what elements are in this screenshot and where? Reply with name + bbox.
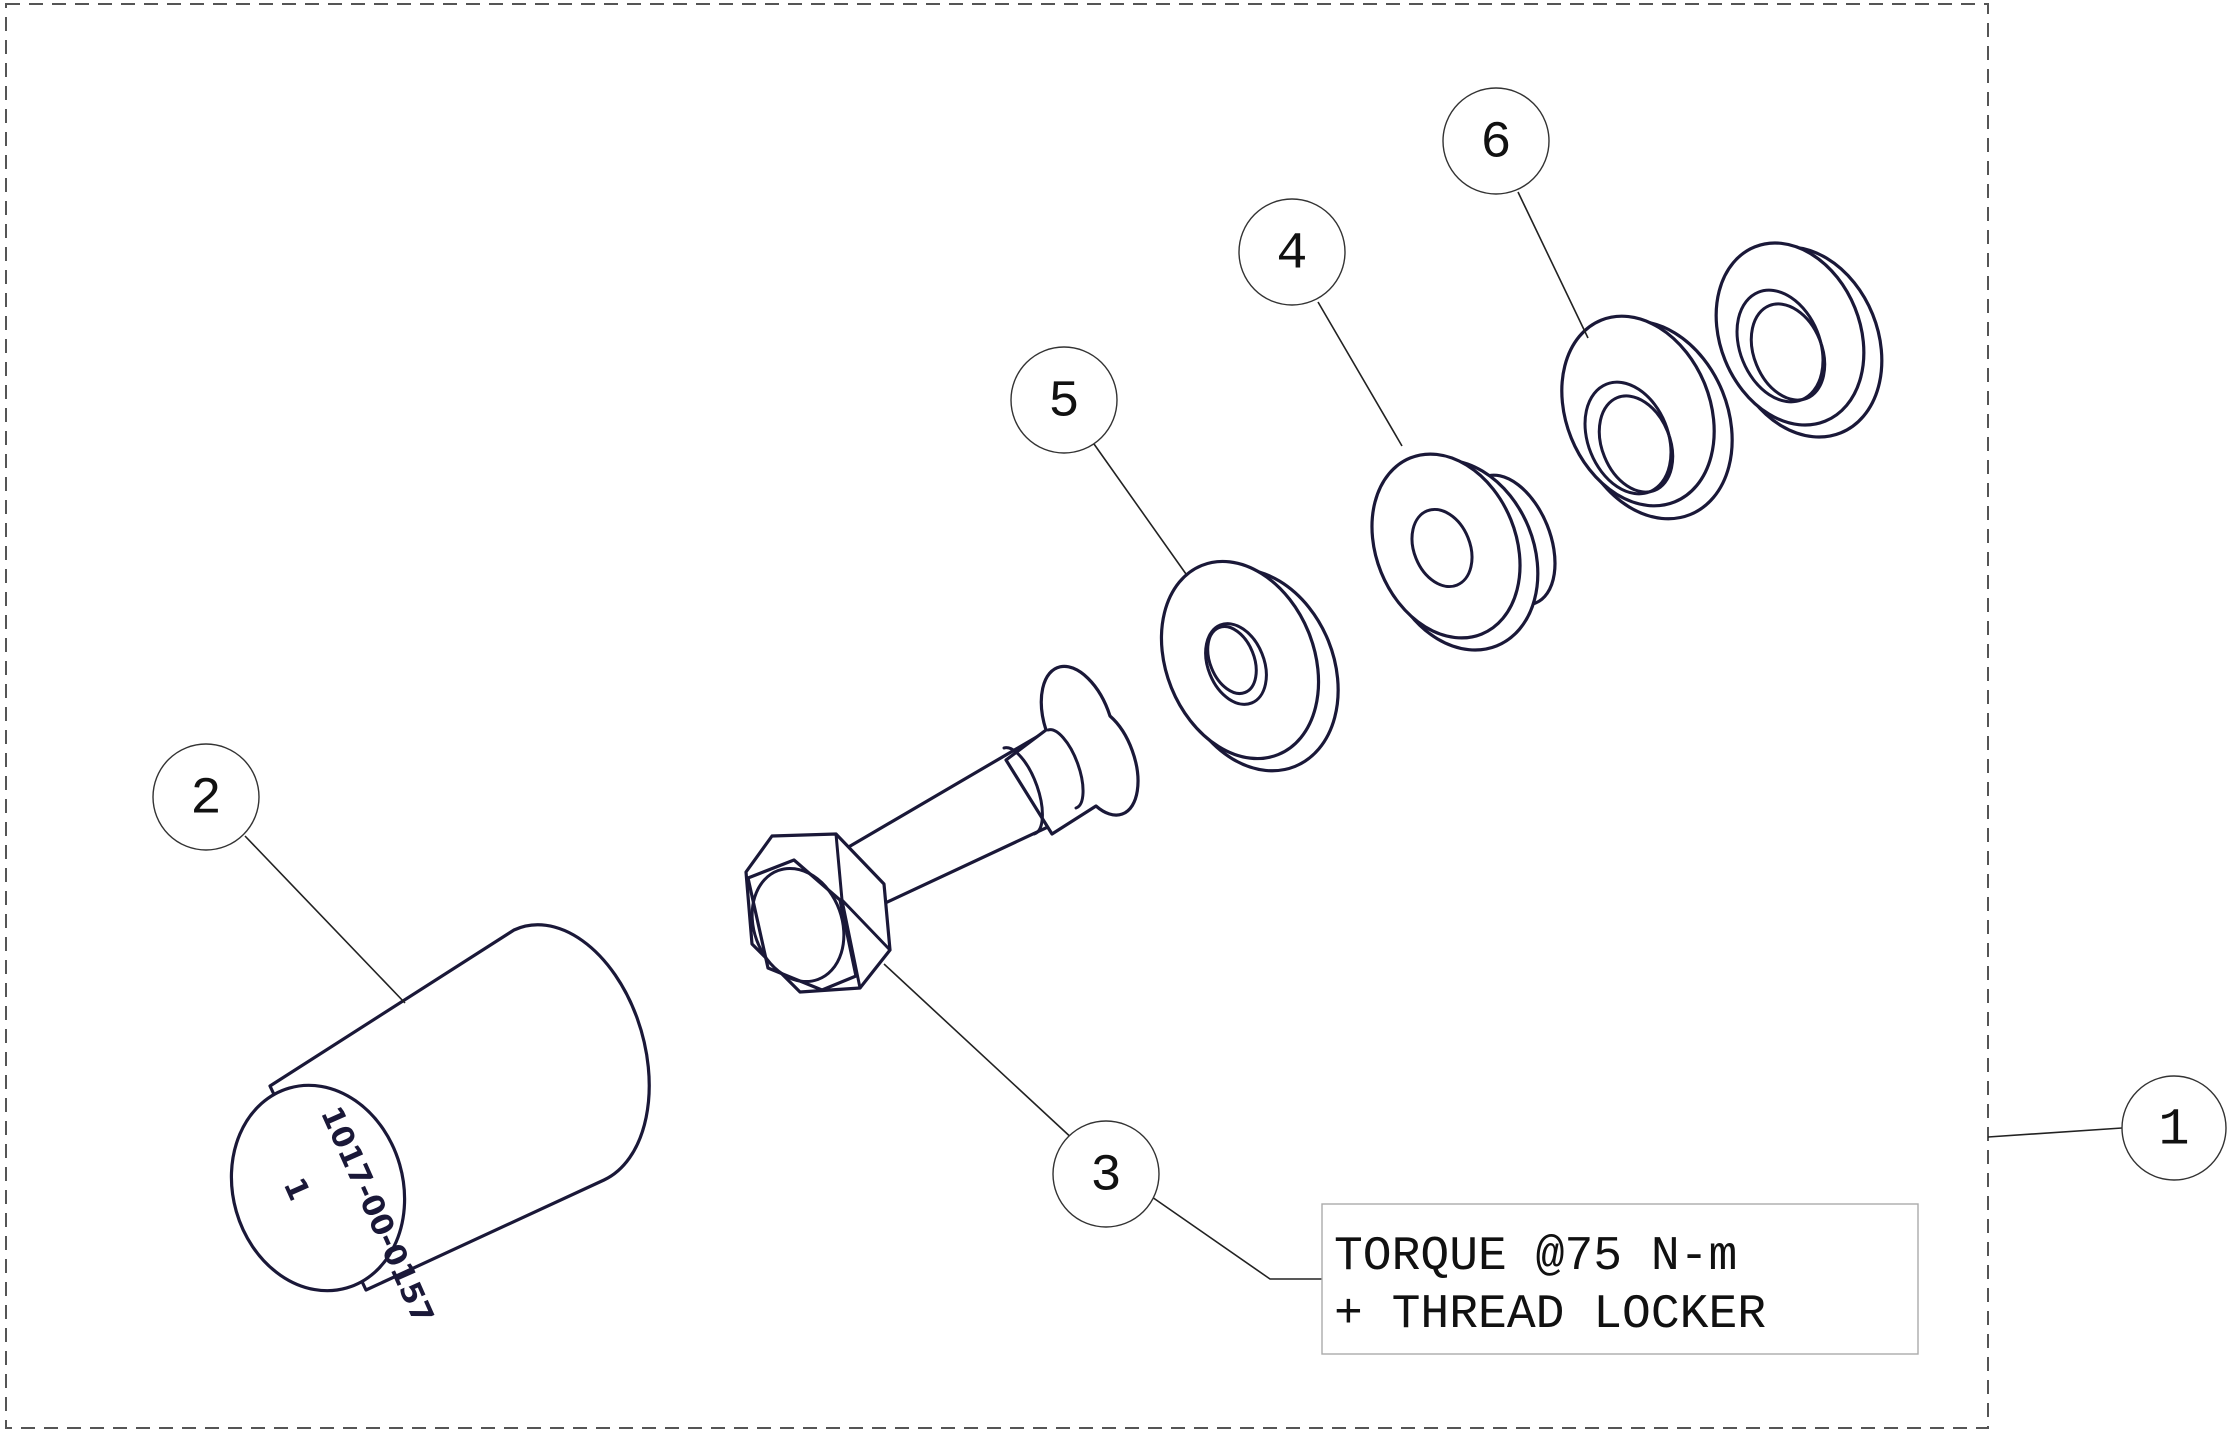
torque-note-line-1: TORQUE @75 N-m	[1334, 1230, 1737, 1284]
hex-bolt	[744, 664, 1140, 994]
leader-5	[1093, 443, 1187, 575]
balloon-5-number: 5	[1048, 373, 1079, 432]
flat-washer	[1159, 559, 1340, 773]
torque-note-line-2: + THREAD LOCKER	[1334, 1288, 1766, 1342]
balloon-4: 4	[1238, 198, 1346, 306]
balloon-1: 1	[2121, 1075, 2227, 1181]
leader-3	[883, 963, 1077, 1143]
stepped-washer	[1560, 314, 1734, 521]
balloon-6-number: 6	[1480, 114, 1511, 173]
leader-4	[1317, 301, 1403, 447]
balloon-6: 6	[1442, 87, 1550, 195]
assembly-boundary	[5, 3, 1989, 1429]
balloon-1-number: 1	[2158, 1101, 2189, 1160]
balloon-3-number: 3	[1090, 1147, 1121, 1206]
balloon-2-number: 2	[190, 770, 221, 829]
balloon-2: 2	[152, 743, 260, 851]
spacer-cylinder: 1017-00-0157 1	[229, 923, 651, 1329]
spare-washer	[1714, 241, 1884, 439]
balloon-4-number: 4	[1276, 225, 1307, 284]
balloon-5: 5	[1010, 346, 1118, 454]
torque-note: TORQUE @75 N-m + THREAD LOCKER	[1321, 1203, 1919, 1355]
leader-6	[1517, 191, 1589, 339]
leader-2	[244, 835, 406, 1004]
leader-1	[1987, 1127, 2123, 1138]
balloon-3: 3	[1052, 1120, 1160, 1228]
flanged-bushing	[1370, 452, 1557, 652]
leader-3-note	[1151, 1196, 1322, 1280]
